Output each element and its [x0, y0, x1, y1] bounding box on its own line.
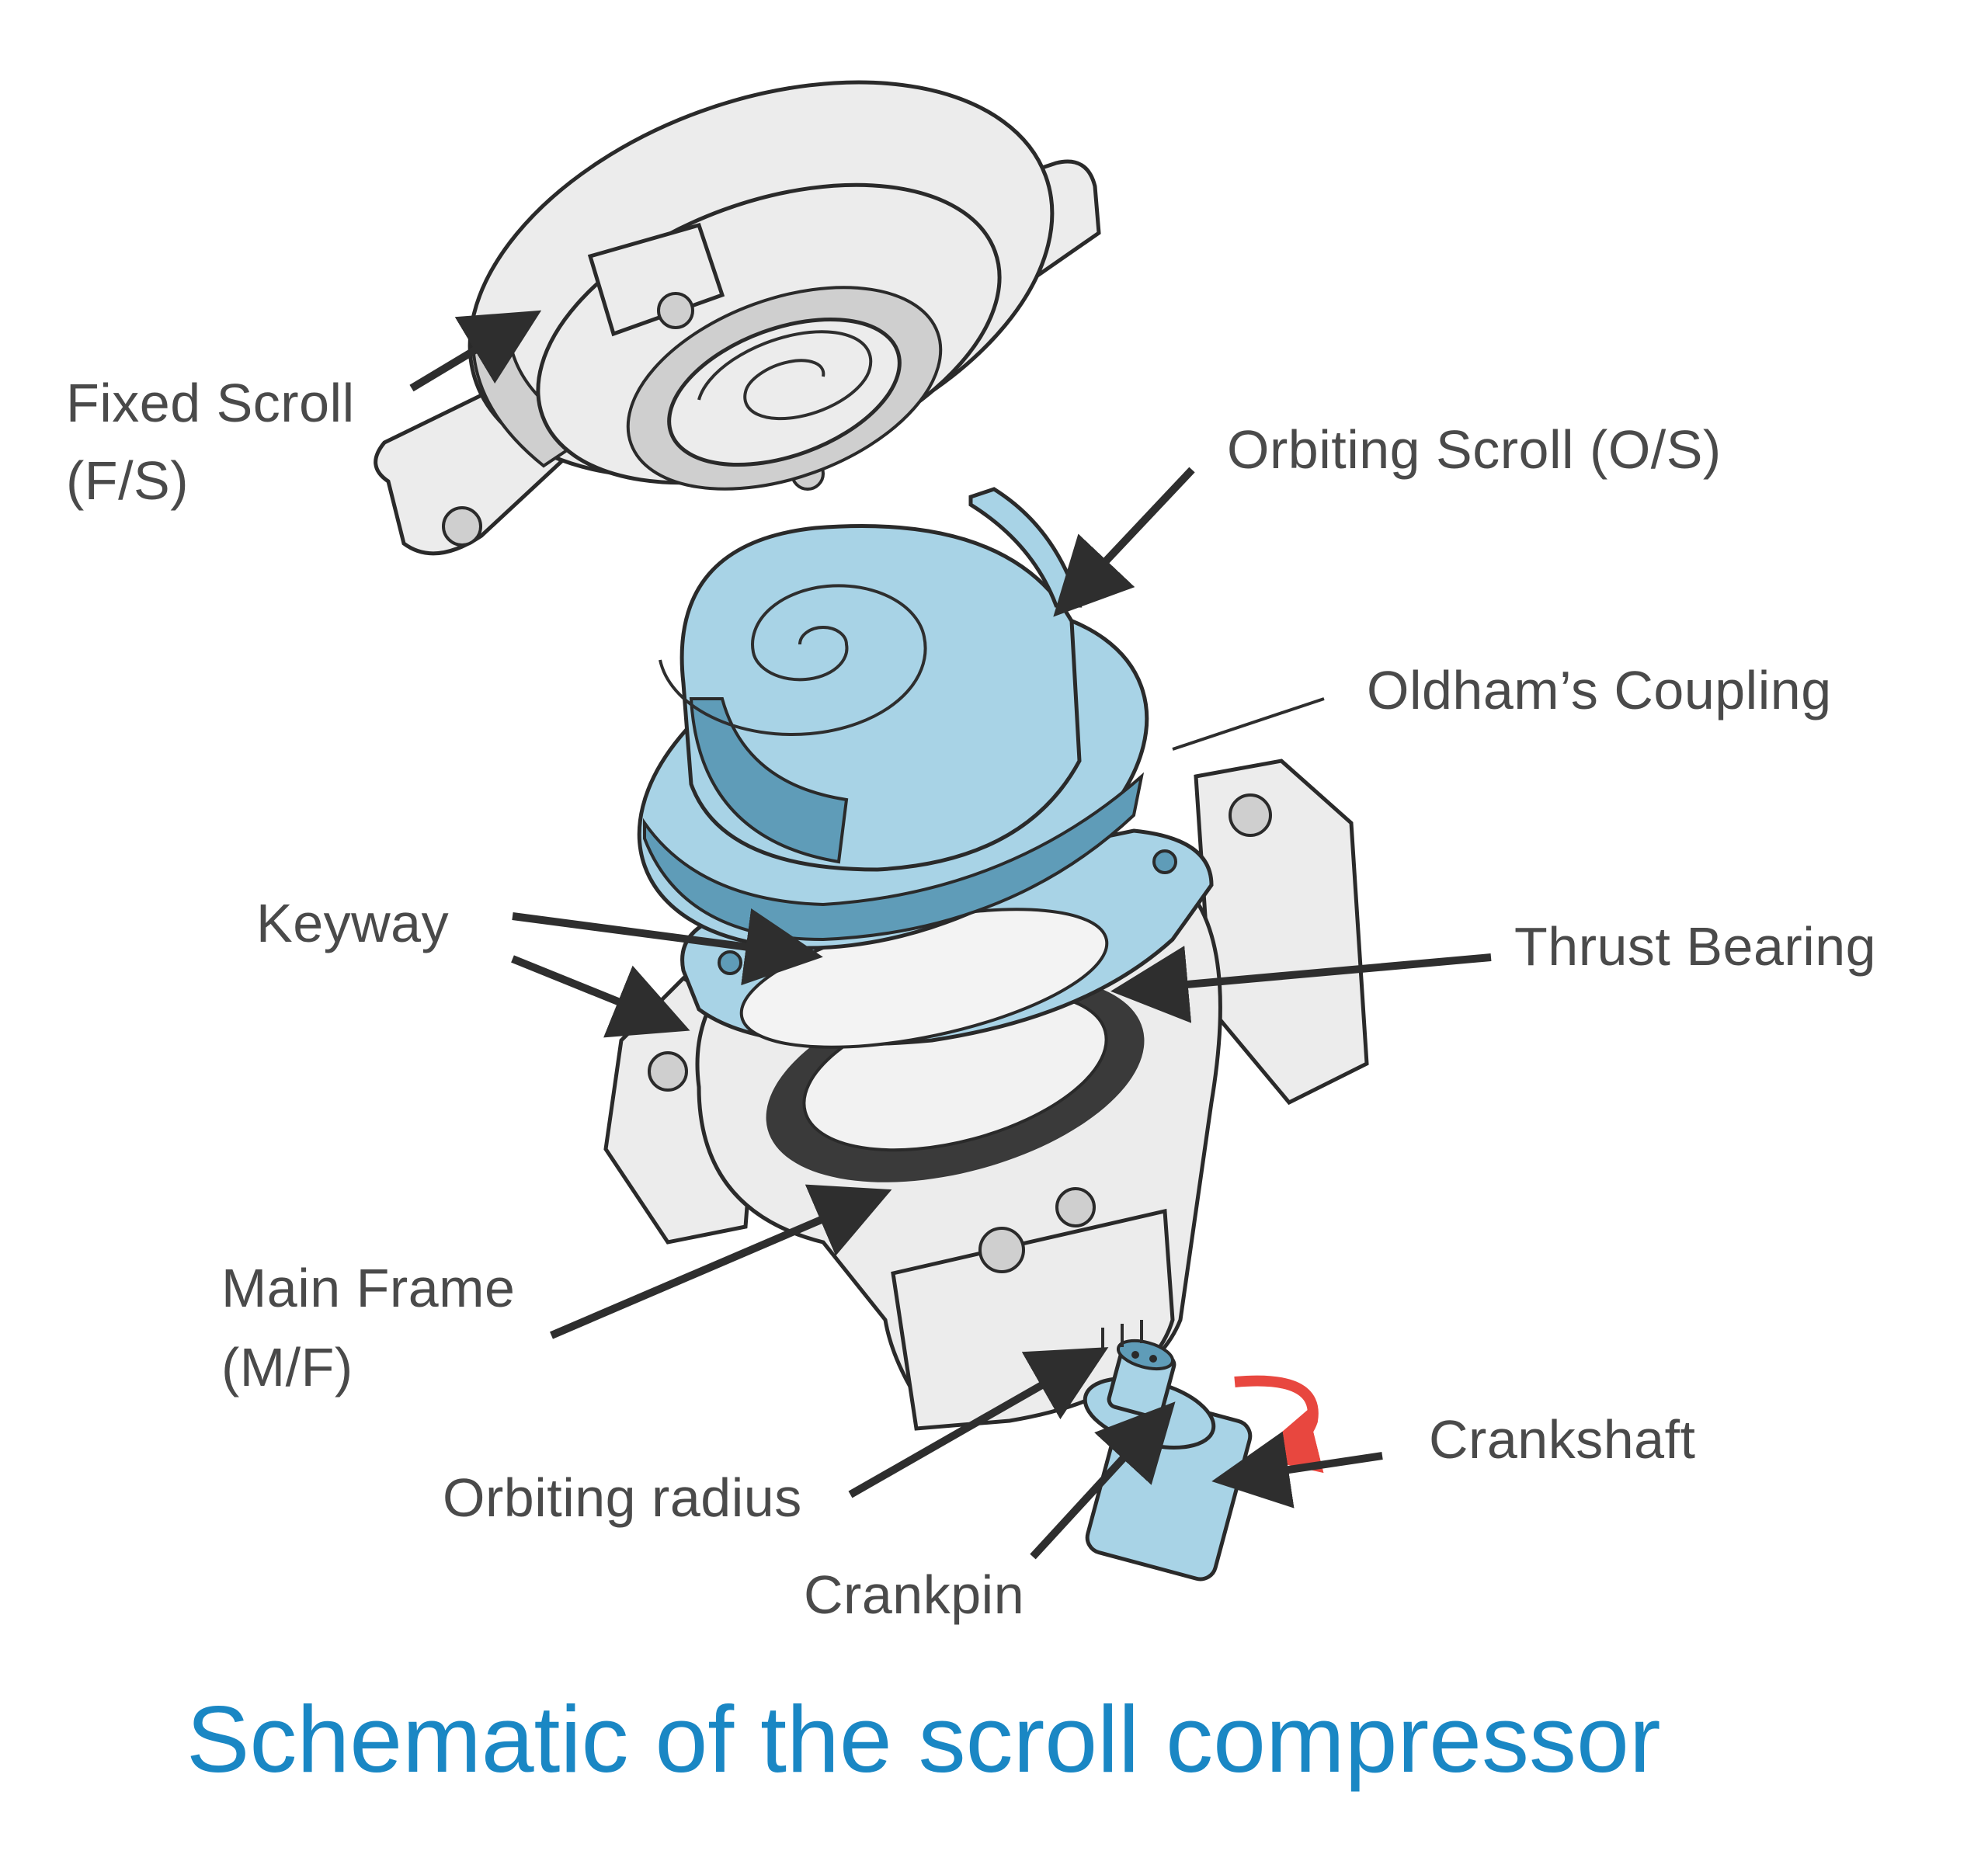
leader-main-frame	[550, 1184, 892, 1339]
label-thrust-bearing: Thrust Bearing	[1514, 916, 1877, 977]
leader-oldham-coupling	[1172, 697, 1325, 751]
leader-orbiting-scroll	[1053, 467, 1195, 617]
leader-orbiting-radius	[848, 1347, 1109, 1498]
leader-crankshaft	[1211, 1431, 1383, 1509]
label-crankpin: Crankpin	[804, 1564, 1025, 1625]
leader-keyway-1	[512, 908, 823, 986]
label-orbiting-scroll: Orbiting Scroll (O/S)	[1227, 419, 1722, 480]
label-crankshaft: Crankshaft	[1429, 1409, 1696, 1470]
leader-crankpin	[1030, 1401, 1176, 1560]
label-keyway: Keyway	[256, 893, 450, 953]
label-oldham-coupling: Oldham’s Coupling	[1367, 660, 1832, 720]
orbiting-scroll-part	[637, 487, 1149, 950]
leader-keyway-2	[511, 955, 690, 1038]
diagram-caption: Schematic of the scroll compressor	[186, 1686, 1661, 1792]
label-main-frame-abbr: (M/F)	[221, 1337, 353, 1398]
leader-fixed-scroll	[409, 310, 542, 392]
label-main-frame: Main Frame	[221, 1258, 516, 1318]
fixed-scroll-part	[374, 80, 1101, 556]
leader-lines	[409, 310, 1492, 1560]
label-fixed-scroll: Fixed Scroll	[66, 373, 355, 433]
label-orbiting-radius: Orbiting radius	[443, 1467, 802, 1528]
leader-thrust-bearing	[1110, 946, 1492, 1023]
label-fixed-scroll-abbr: (F/S)	[66, 450, 189, 511]
